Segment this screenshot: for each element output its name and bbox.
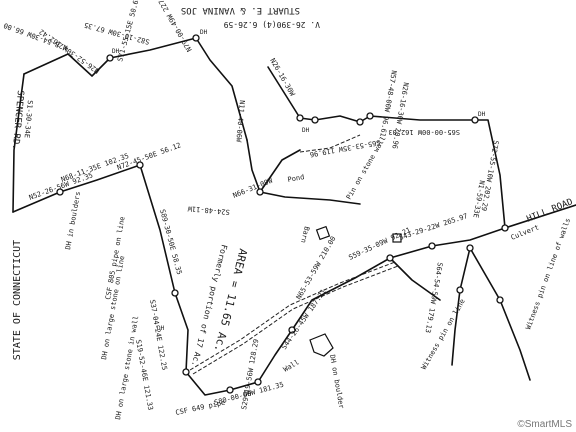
monument-marker — [428, 242, 436, 250]
bearing-label: S64-54-59W 179.13 — [424, 262, 444, 334]
bearing-label: DH in boulders — [64, 191, 82, 251]
stone-wall — [189, 261, 396, 371]
dh-marker: DH — [157, 325, 165, 332]
bearing-label: DH on large stone in wall — [114, 315, 140, 420]
barn-structure — [315, 225, 331, 241]
dh-marker: DH — [478, 111, 486, 118]
monument-marker — [171, 289, 179, 297]
monument-marker — [254, 378, 262, 386]
monument-marker — [226, 386, 234, 394]
monument-marker — [296, 114, 304, 122]
monument-marker — [56, 188, 64, 196]
bearing-label: S37-04-24E 122.25 — [148, 299, 168, 371]
culvert-label: Culvert — [510, 223, 540, 241]
boundary-line — [59, 164, 141, 193]
monument-marker — [356, 118, 364, 126]
monument-marker — [288, 326, 296, 334]
boundary-line — [469, 247, 531, 381]
pond-label: Pond — [287, 173, 305, 184]
bearing-label: N26-16-30W — [268, 57, 296, 98]
barn-label: Barn — [299, 226, 311, 244]
monument-marker — [496, 296, 504, 304]
small-structure — [392, 233, 402, 243]
bearing-label: S65-00-00W 162.03 — [388, 128, 460, 136]
monument-marker — [192, 34, 200, 42]
road-spencer-label: SPENCER RD. — [10, 90, 25, 150]
bearing-label: S24-48-11W — [187, 204, 230, 216]
dh-marker: DH — [302, 127, 310, 134]
monument-marker — [456, 286, 464, 294]
dh-marker: DH — [244, 391, 252, 398]
bearing-label: S89-30-50E 58.35 — [158, 208, 183, 275]
dh-marker: DH — [200, 29, 208, 36]
boundary-line — [12, 73, 25, 213]
bearing-label: CSF 649 pipe — [175, 399, 226, 417]
watermark: ©SmartMLS — [517, 419, 572, 430]
stone-wall — [192, 265, 399, 375]
monument-marker — [386, 254, 394, 262]
monument-marker — [136, 161, 144, 169]
bearing-label: N66-31-09W — [232, 176, 275, 199]
boundary-line — [369, 115, 476, 121]
dh-marker: DH — [112, 48, 120, 55]
monument-marker — [366, 112, 374, 120]
boundary-line — [257, 257, 391, 383]
monument-marker — [256, 188, 264, 196]
boundary-line — [195, 37, 248, 141]
owner-name: STUART E. & VANINA JOS — [181, 5, 300, 15]
bearing-label: DH on boulder — [328, 354, 345, 409]
boundary-line — [389, 227, 506, 259]
monument-marker — [311, 116, 319, 124]
boundary-line — [23, 53, 111, 77]
owner-deed: V. 26-390(4) 6.26-59 — [223, 20, 320, 29]
boundary-line — [389, 257, 441, 301]
monument-marker — [106, 54, 114, 62]
monument-marker — [501, 224, 509, 232]
boundary-line — [474, 119, 506, 229]
bearing-label: N11-40-06W — [234, 100, 246, 143]
bearing-label: S19-52-46E 121.33 — [134, 339, 154, 411]
bearing-label: S1-30-34E — [23, 100, 34, 138]
bearing-label: S29-19-56W 128.29 — [240, 338, 260, 410]
monument-marker — [182, 368, 190, 376]
monument-marker — [471, 116, 479, 124]
monument-marker — [466, 244, 474, 252]
boundary-line — [185, 371, 259, 396]
bearing-label: N26-52-30W 162.42 — [38, 27, 101, 75]
boundary-line — [504, 204, 576, 229]
boundary-line — [451, 247, 471, 366]
state-label: STATE OF CONNECTICUT — [12, 240, 23, 360]
bearing-label: S82-10-30W 67.35 — [83, 21, 150, 46]
boundary-line — [109, 37, 197, 59]
bearing-label: S59-35-09W 92.21 — [347, 226, 412, 262]
boundary-line — [12, 191, 61, 213]
boundary-line — [259, 191, 361, 205]
stone-wall — [299, 134, 361, 153]
bearing-label: Witness pin on line — [420, 298, 467, 371]
house-structure — [309, 333, 334, 357]
wall-label: Wall — [282, 358, 301, 373]
